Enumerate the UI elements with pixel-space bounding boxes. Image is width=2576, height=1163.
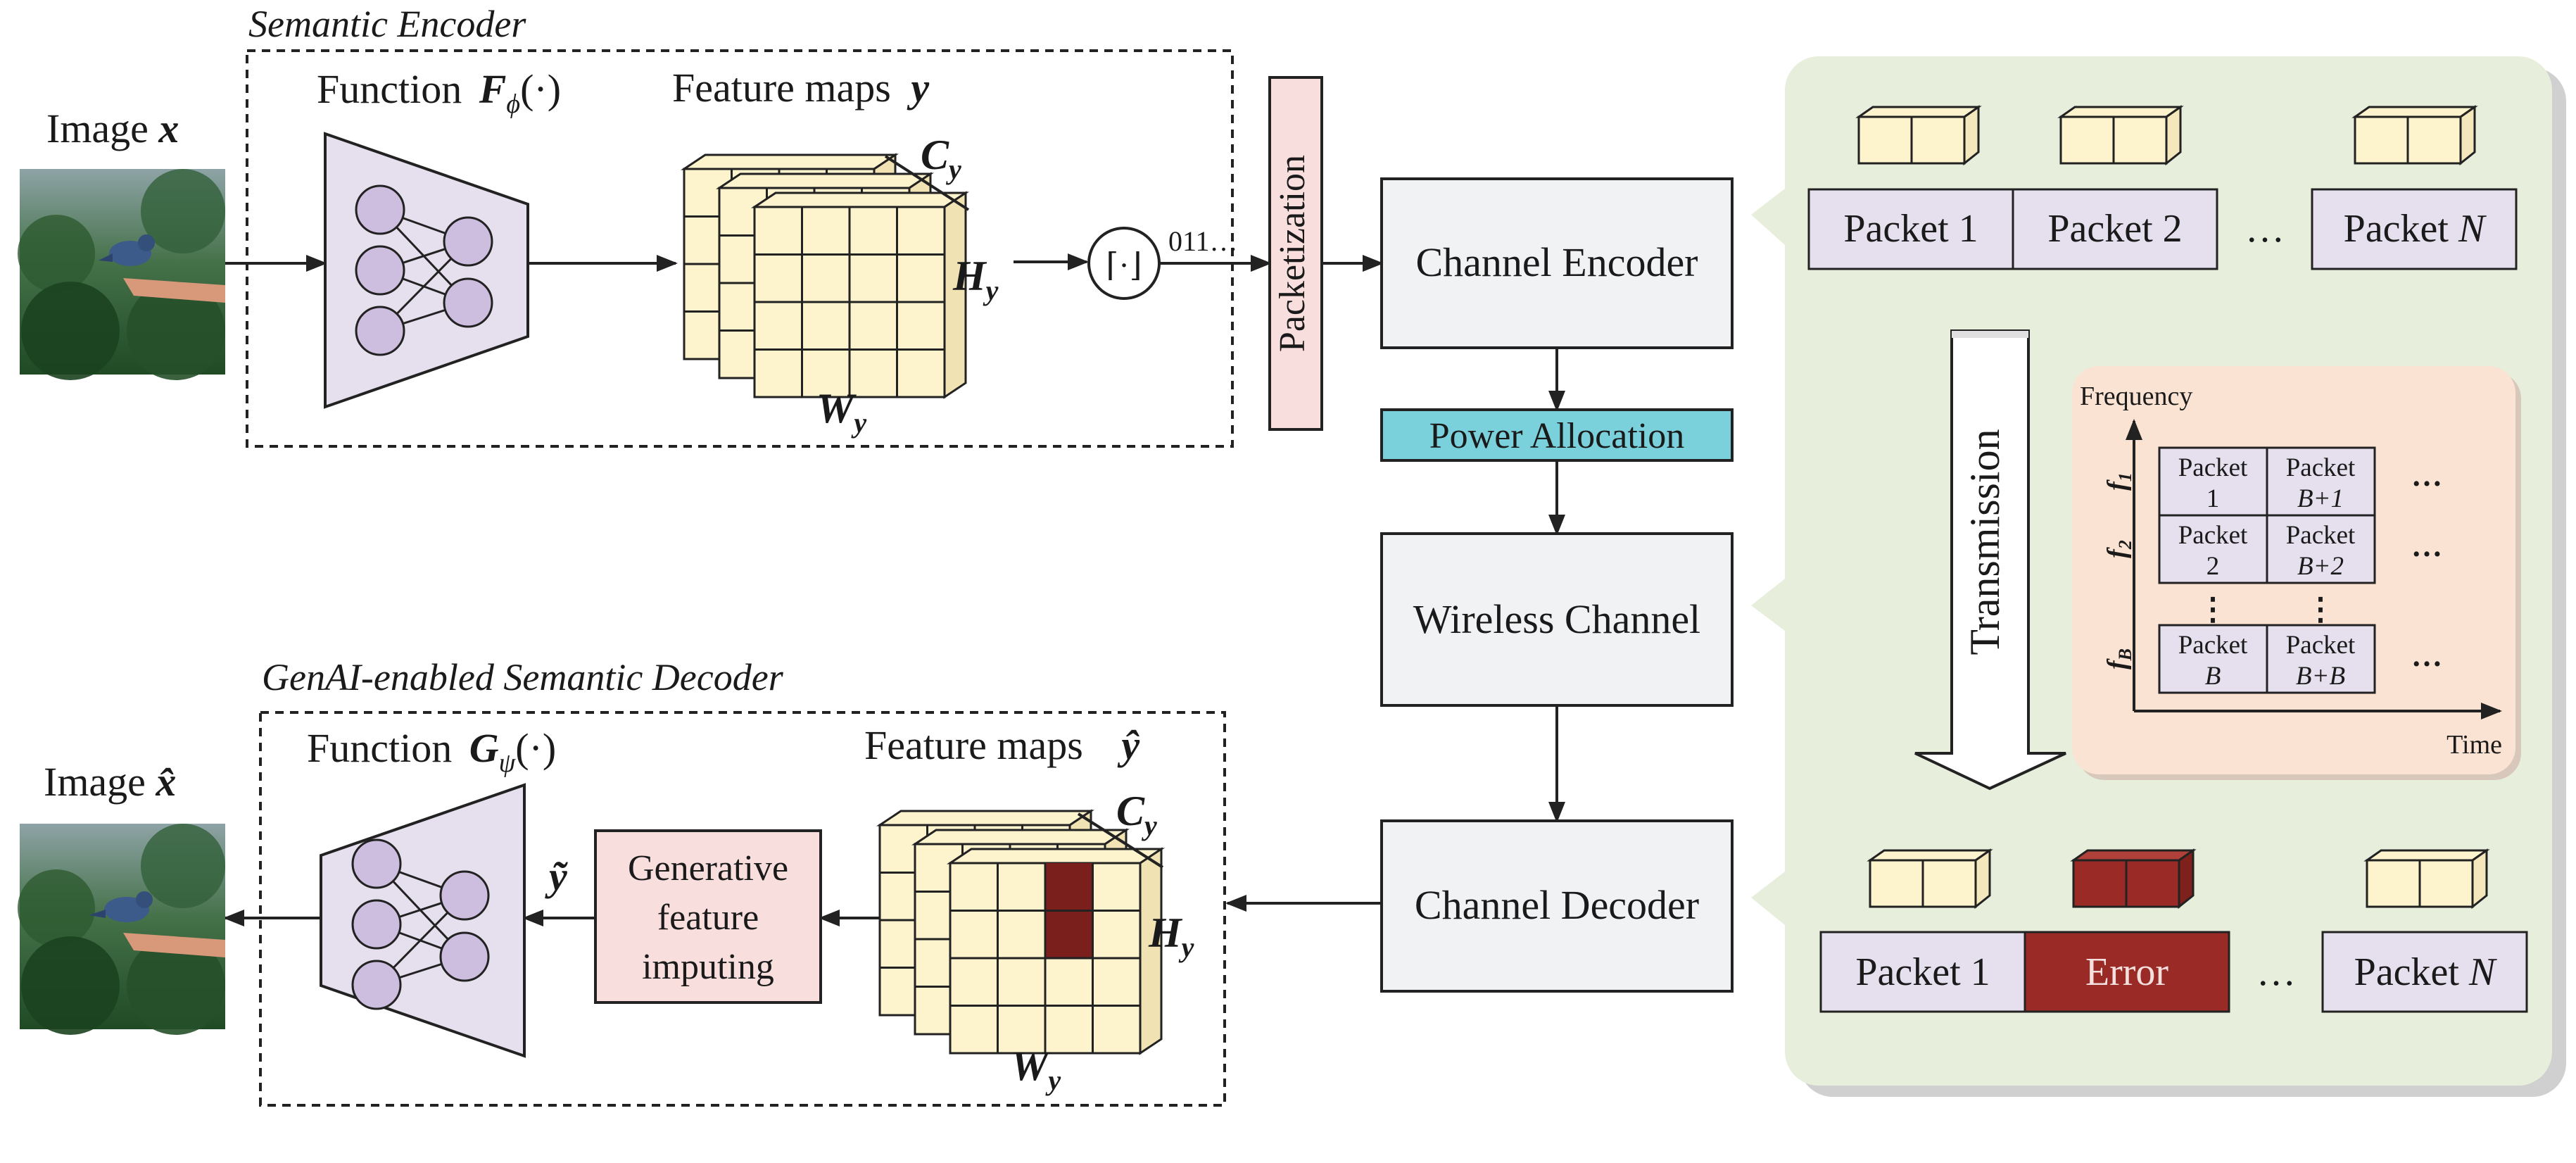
transmission-arrow: Transmission [1914, 329, 2066, 791]
packet-label: Packet 2 [2047, 207, 2182, 251]
packetization-label: Packetization [1273, 155, 1313, 352]
imputing-line: Generative [628, 848, 788, 888]
channel-decoder-box [1380, 819, 1734, 993]
ellipsis: … [2411, 458, 2442, 493]
channel-encoder-box [1380, 177, 1734, 349]
vertical-ellipsis: ⋮ [2197, 592, 2228, 627]
decoder-dim-w-label: Wy [1011, 1043, 1061, 1096]
encoder-title: Semantic Encoder [248, 3, 526, 45]
grid-cell-index: 1 [2206, 484, 2220, 513]
encoder-frame [246, 49, 1234, 448]
time-axis-label: Time [2446, 730, 2502, 760]
bit-stream: 011… [1168, 225, 1238, 257]
cube-stack-small [1867, 848, 1993, 910]
grid-cell-index: B [2205, 662, 2221, 691]
frequency-tick: fB [2102, 648, 2135, 669]
input-image-label: Image x [46, 106, 179, 151]
grid-cell-index: B+1 [2297, 484, 2344, 513]
packet-box [1819, 931, 2026, 1013]
decoder-network-icon [320, 783, 526, 1058]
channel-decoder-label: Channel Decoder [1415, 882, 1699, 928]
generative-imputing-block [594, 829, 822, 1004]
grid-cell-index: 2 [2206, 552, 2220, 581]
cube-stack-small [1855, 105, 1982, 166]
grid-cell-label: Packet [2286, 631, 2356, 660]
quantizer-symbol: ⌈·⌋ [1106, 247, 1142, 283]
error-packet-box [2023, 931, 2230, 1013]
decoder-function-label: Function Gψ(·) [307, 725, 556, 778]
dim-h-label: Hy [952, 253, 999, 306]
encoder-function-label: Function Fϕ(·) [317, 66, 561, 119]
decoder-dim-c-label: Cy [1116, 788, 1157, 841]
grid-cell-label: Packet [2286, 521, 2356, 550]
grid-cell-label: Packet [2178, 631, 2248, 660]
grid-cell-label: Packet [2178, 453, 2248, 482]
packets-bottom-row: Packet 1 Error … Packet N [1819, 848, 2528, 1013]
encoder-feature-cubes [681, 153, 969, 399]
dim-c-label: Cy [921, 132, 961, 185]
ellipsis: … [2245, 207, 2285, 251]
packet-label: Packet N [2344, 207, 2487, 251]
wireless-channel-label: Wireless Channel [1413, 596, 1700, 642]
feature-map-layer [947, 847, 1165, 1055]
packet-label: Packet 1 [1855, 950, 1990, 994]
decoder-title: GenAI-enabled Semantic Decoder [262, 656, 784, 698]
wireless-channel-box [1380, 532, 1734, 707]
packet-label: Packet 1 [1843, 207, 1978, 251]
dim-w-label: Wy [816, 385, 866, 439]
packet-box [2321, 931, 2528, 1013]
ellipsis: … [2256, 950, 2296, 994]
packetization-block [1268, 76, 1323, 431]
cube-stack-small [2351, 105, 2478, 166]
cube-stack-small [2057, 105, 2184, 166]
encoder-network-icon [324, 132, 529, 409]
output-image [18, 824, 225, 1035]
imputing-line: imputing [642, 947, 774, 987]
frequency-axis-label: Frequency [2080, 382, 2192, 411]
packets-top-row: Packet 1 Packet 2 … Packet N [1807, 105, 2518, 270]
ellipsis: … [2411, 529, 2442, 563]
input-image [18, 169, 225, 380]
decoder-dim-h-label: Hy [1148, 910, 1194, 963]
cube-stack-error [2070, 848, 2197, 910]
frequency-tick: f1 [2102, 472, 2135, 491]
grid-cell-label: Packet [2286, 453, 2356, 482]
decoder-frame [259, 711, 1226, 1107]
output-image-label: Image x̂ [44, 759, 176, 805]
packet-box [2012, 188, 2218, 270]
channel-encoder-label: Channel Encoder [1415, 239, 1698, 285]
feature-map-layer [751, 191, 969, 399]
cube-stack-small [2363, 848, 2490, 910]
vertical-ellipsis: ⋮ [2305, 592, 2336, 627]
grid-cell-label: Packet [2178, 521, 2248, 550]
transmission-label: Transmission [1962, 429, 2008, 655]
encoder-feature-label: Feature maps y [672, 65, 929, 111]
imputing-line: feature [657, 898, 759, 938]
decoder-feature-cubes [876, 809, 1165, 1055]
frequency-time-inset: Frequency Time Packet 1 Packet B+1 Packe… [2072, 366, 2521, 780]
frequency-tick: f2 [2102, 540, 2135, 558]
decoder-feature-label: Feature maps ŷ [864, 722, 1139, 768]
imputed-feature-var: ỹ [545, 853, 568, 899]
grid-cell-index: B+B [2296, 662, 2345, 691]
ellipsis: … [2411, 639, 2442, 673]
power-allocation-label: Power Allocation [1429, 416, 1685, 456]
packet-label: Packet N [2354, 950, 2497, 994]
error-label: Error [2085, 950, 2169, 994]
packet-box [1807, 188, 2014, 270]
grid-cell-index: B+2 [2297, 552, 2344, 581]
packet-box [2311, 188, 2518, 270]
